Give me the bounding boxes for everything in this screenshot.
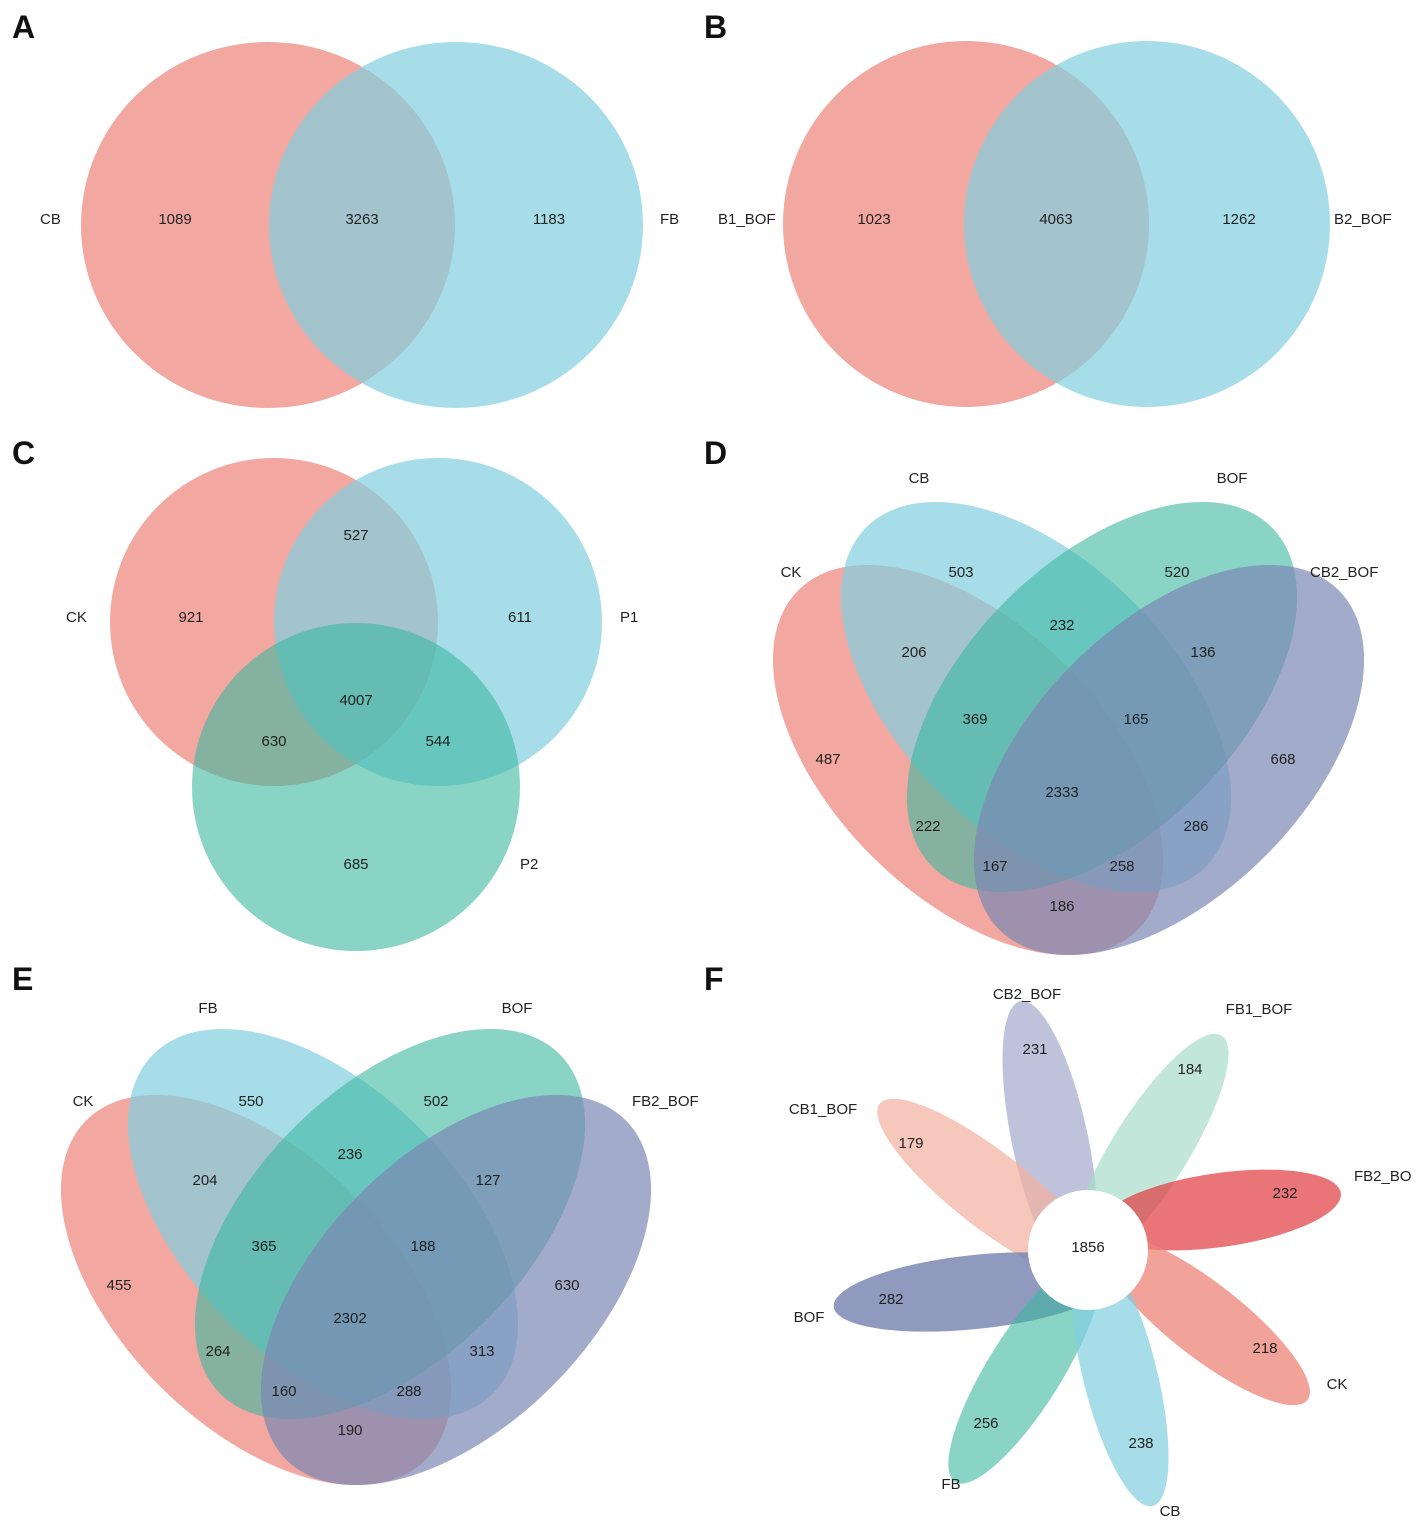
count-bof-cb2-bof: 136 (1190, 644, 1215, 661)
petal-fb2-bo (1099, 1169, 1341, 1251)
count-ck-cb2-bof: 186 (1049, 898, 1074, 915)
count-b2-only: 1262 (1222, 211, 1255, 228)
count-core: 1856 (1071, 1239, 1104, 1256)
panel-c: C CK P1 P2 527 921 611 4007 630 544 685 (12, 435, 638, 951)
set-label-fb: FB (198, 1000, 217, 1017)
count-ck-cb: 206 (901, 644, 926, 661)
set-label-ck: CK (66, 609, 87, 626)
count-fb-bof-fb2-bof: 188 (410, 1238, 435, 1255)
set-label-bof: BOF (794, 1309, 825, 1326)
count-ck-fb2-bof: 190 (337, 1422, 362, 1439)
count-bof-only: 282 (878, 1291, 903, 1308)
count-ck-p2: 630 (261, 733, 286, 750)
count-ck-bof: 222 (915, 818, 940, 835)
set-label-cb: CB (40, 211, 61, 228)
count-fb-only: 256 (973, 1415, 998, 1432)
panel-letter-c: C (12, 435, 35, 471)
count-fb2-bof-only: 630 (554, 1277, 579, 1294)
petal-ck (1100, 1234, 1310, 1406)
count-ck-only: 455 (106, 1277, 131, 1294)
petal-fb (948, 1256, 1102, 1484)
count-all-three: 4007 (339, 692, 372, 709)
count-ck-only: 487 (815, 751, 840, 768)
count-b1-b2: 4063 (1039, 211, 1072, 228)
count-all-four: 2302 (333, 1310, 366, 1327)
panel-e: E FB BOF CK FB2_BOF 550 502 236 204 127 … (12, 961, 699, 1486)
count-ck-bof: 264 (205, 1343, 230, 1360)
count-p1-p2: 544 (425, 733, 450, 750)
count-cb-only: 1089 (158, 211, 191, 228)
count-cb-only: 238 (1128, 1435, 1153, 1452)
panel-a: A CB FB 1089 3263 1183 (12, 9, 679, 408)
count-b1-only: 1023 (857, 211, 890, 228)
set-fb2-bof-ellipse (260, 1094, 652, 1486)
count-bof-only: 520 (1164, 564, 1189, 581)
set-label-cb1-bof: CB1_BOF (789, 1101, 857, 1118)
count-p1-only: 611 (508, 609, 532, 626)
set-label-ck: CK (73, 1093, 94, 1110)
count-ck-p1: 527 (343, 527, 368, 544)
set-label-cb: CB (1160, 1503, 1181, 1520)
set-label-bof: BOF (1217, 470, 1248, 487)
set-b2-bof-circle (964, 41, 1330, 407)
count-fb-only: 1183 (533, 211, 565, 228)
count-ck-only: 218 (1252, 1340, 1277, 1357)
panel-d: D CB BOF CK CB2_BOF 503 520 232 206 136 … (704, 435, 1378, 956)
count-fb1-bof-only: 184 (1177, 1061, 1202, 1078)
count-bof-only: 502 (423, 1093, 448, 1110)
count-ck-only: 921 (178, 609, 203, 626)
count-ck-cb-bof: 369 (962, 711, 987, 728)
panel-letter-d: D (704, 435, 727, 471)
set-label-p1: P1 (620, 609, 638, 626)
set-label-bof: BOF (502, 1000, 533, 1017)
panel-letter-e: E (12, 961, 33, 997)
set-label-p2: P2 (520, 856, 538, 873)
set-label-fb2-bof: FB2_BOF (632, 1093, 699, 1110)
set-label-ck: CK (781, 564, 802, 581)
set-label-fb2-bo: FB2_BO (1354, 1168, 1412, 1185)
count-cb1-bof-only: 179 (898, 1135, 923, 1152)
set-cb2-bof-ellipse (973, 564, 1365, 956)
count-ck-bof-fb2-bof: 160 (271, 1383, 296, 1400)
count-cb-fb: 3263 (345, 211, 378, 228)
count-ck-fb: 204 (192, 1172, 217, 1189)
count-fb-fb2-bof: 313 (469, 1343, 494, 1360)
set-label-ck: CK (1327, 1376, 1348, 1393)
count-ck-cb-cb2-bof: 258 (1109, 858, 1134, 875)
count-fb2-bo-only: 232 (1272, 1185, 1297, 1202)
panel-f: F 1856 CB2_BOF FB1_BOF CB1_BOF FB2_BO BO… (704, 961, 1412, 1520)
count-bof-fb2-bof: 127 (475, 1172, 500, 1189)
set-label-cb2-bof: CB2_BOF (993, 986, 1061, 1003)
panel-b: B B1_BOF B2_BOF 1023 4063 1262 (704, 9, 1392, 407)
count-ck-bof-cb2-bof: 167 (982, 858, 1007, 875)
set-p2-circle (192, 623, 520, 951)
set-label-fb: FB (660, 211, 679, 228)
set-fb-circle (269, 42, 643, 408)
count-cb-bof-cb2-bof: 165 (1123, 711, 1148, 728)
panel-letter-f: F (704, 961, 724, 997)
set-label-b1-bof: B1_BOF (718, 211, 776, 228)
set-label-cb: CB (909, 470, 930, 487)
set-label-fb1-bof: FB1_BOF (1226, 1001, 1293, 1018)
set-label-b2-bof: B2_BOF (1334, 211, 1392, 228)
set-label-cb2-bof: CB2_BOF (1310, 564, 1378, 581)
count-all-four: 2333 (1045, 784, 1078, 801)
count-fb-only: 550 (238, 1093, 263, 1110)
core-circle (1028, 1190, 1148, 1310)
count-cb-cb2-bof: 286 (1183, 818, 1208, 835)
count-cb2-bof-only: 231 (1022, 1041, 1047, 1058)
count-ck-fb-bof: 365 (251, 1238, 276, 1255)
count-p2-only: 685 (343, 856, 368, 873)
count-cb2-bof-only: 668 (1270, 751, 1295, 768)
set-label-fb: FB (941, 1476, 960, 1493)
count-cb-bof: 232 (1049, 617, 1074, 634)
count-cb-only: 503 (948, 564, 973, 581)
panel-letter-b: B (704, 9, 727, 45)
count-ck-fb-fb2-bof: 288 (396, 1383, 421, 1400)
panel-letter-a: A (12, 9, 35, 45)
count-fb-bof: 236 (337, 1146, 362, 1163)
